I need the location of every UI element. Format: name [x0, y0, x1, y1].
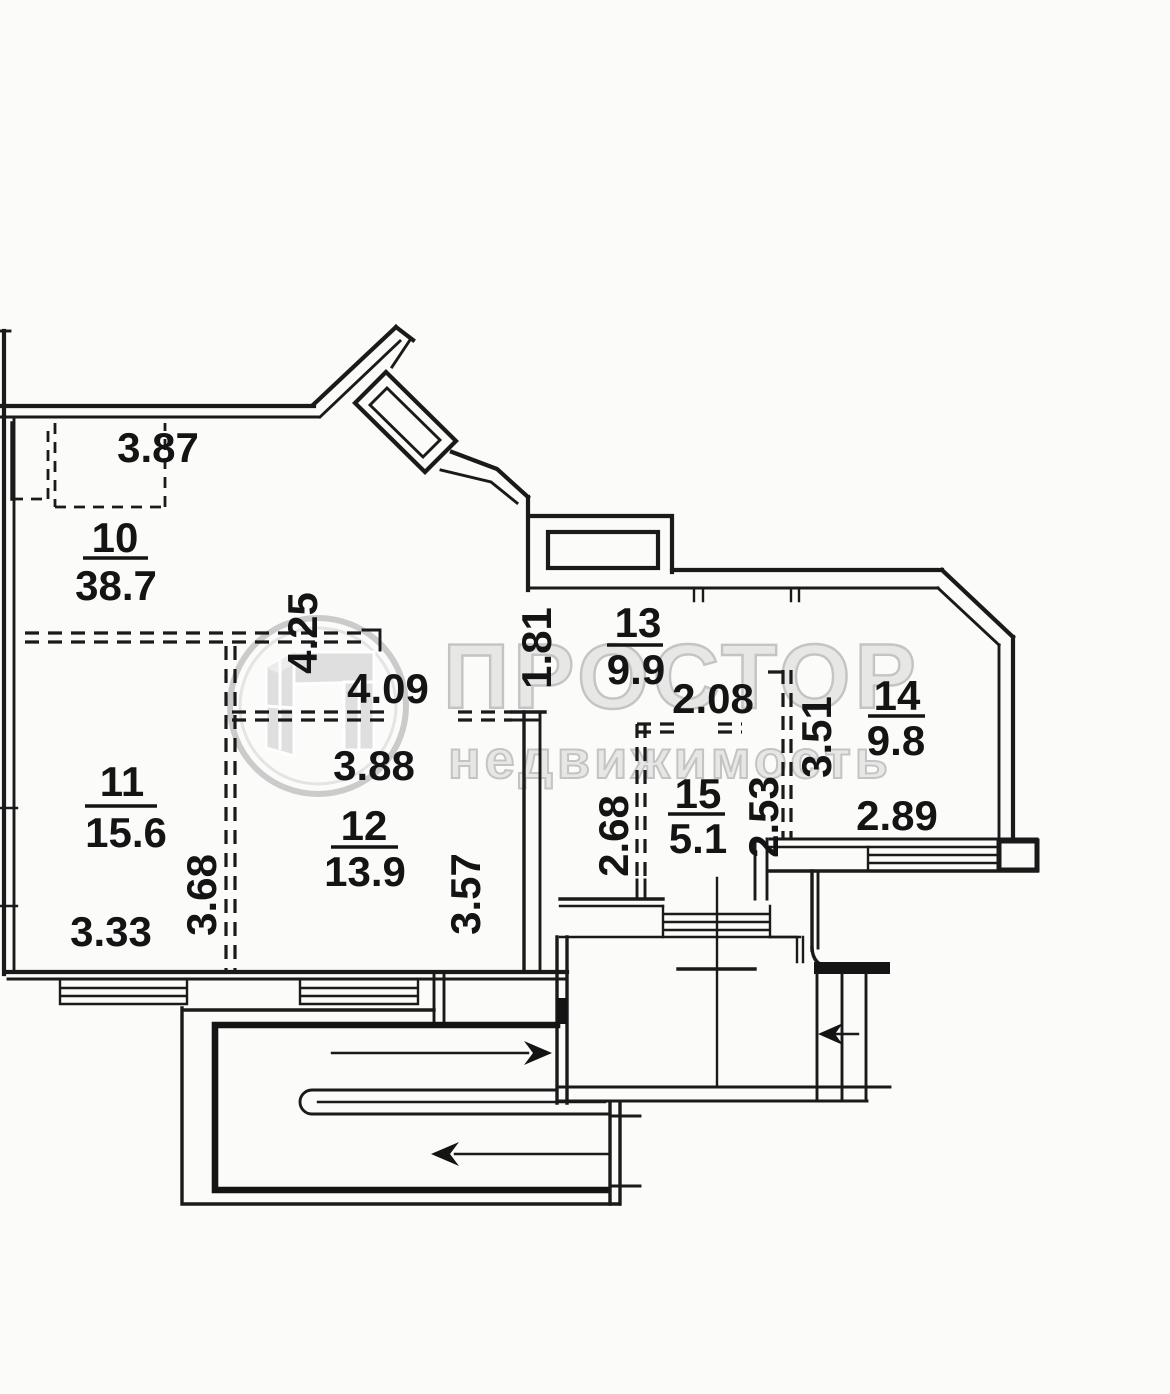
entry-thick-wall	[814, 962, 890, 974]
watermark-subtitle-text: недвижимость	[448, 730, 892, 790]
room-15-area: 5.1	[669, 815, 727, 862]
room-14-number: 14	[874, 672, 921, 719]
bay-window	[352, 369, 459, 475]
dim-3-87: 3.87	[117, 424, 199, 471]
staircase-lower	[180, 971, 642, 1206]
room-12-area: 13.9	[324, 848, 406, 895]
stair-up-arrow-icon	[330, 1041, 552, 1065]
room-10-area: 38.7	[75, 562, 157, 609]
dim-3-68: 3.68	[178, 854, 225, 936]
ventilation-shaft	[545, 529, 661, 571]
exterior-walls	[0, 324, 1039, 1105]
dim-3-88: 3.88	[333, 742, 415, 789]
room-label-14: 14 9.8	[867, 672, 925, 764]
room-14-area: 9.8	[867, 717, 925, 764]
stair-down-arrow-icon	[431, 1142, 612, 1166]
dim-1-81: 1.81	[513, 607, 560, 689]
dim-3-51: 3.51	[793, 696, 840, 778]
room-13-number: 13	[615, 599, 662, 646]
room-label-10: 10 38.7	[75, 514, 157, 609]
entry-direction-arrow-icon	[818, 1023, 860, 1045]
room-label-12: 12 13.9	[324, 802, 406, 895]
dim-2-68: 2.68	[590, 795, 637, 877]
room-label-11: 11 15.6	[85, 758, 167, 856]
room-11-number: 11	[100, 758, 144, 805]
room-13-area: 9.9	[607, 646, 665, 693]
dim-4-25: 4.25	[279, 592, 326, 674]
watermark: ПРОСТОР недвижимость	[227, 615, 917, 797]
watermark-logo-circle-icon	[227, 615, 409, 797]
dim-2-53: 2.53	[740, 776, 787, 858]
dim-3-57: 3.57	[442, 853, 489, 935]
watermark-building-icon	[264, 649, 376, 758]
interior-partitions	[10, 421, 793, 973]
dim-4-09: 4.09	[347, 665, 429, 712]
entry-stairs	[558, 972, 892, 1103]
window-end-block	[996, 838, 1040, 873]
room-15-number: 15	[675, 770, 722, 817]
dim-2-89: 2.89	[856, 792, 938, 839]
dimension-labels: 3.87 4.25 4.09 1.81 3.88 2.08 3.51 2.89 …	[70, 424, 938, 955]
dim-2-08: 2.08	[672, 675, 754, 722]
room-labels: 10 38.7 11 15.6 12 13.9 13 9.9 14 9.8 15…	[75, 514, 925, 895]
watermark-logo-inner-ring-icon	[238, 626, 398, 786]
room-label-15: 15 5.1	[668, 770, 727, 862]
room-12-number: 12	[341, 802, 388, 849]
room-11-area: 15.6	[85, 809, 167, 856]
dim-3-33: 3.33	[70, 908, 152, 955]
room-10-number: 10	[92, 514, 139, 561]
room-label-13: 13 9.9	[607, 599, 665, 693]
